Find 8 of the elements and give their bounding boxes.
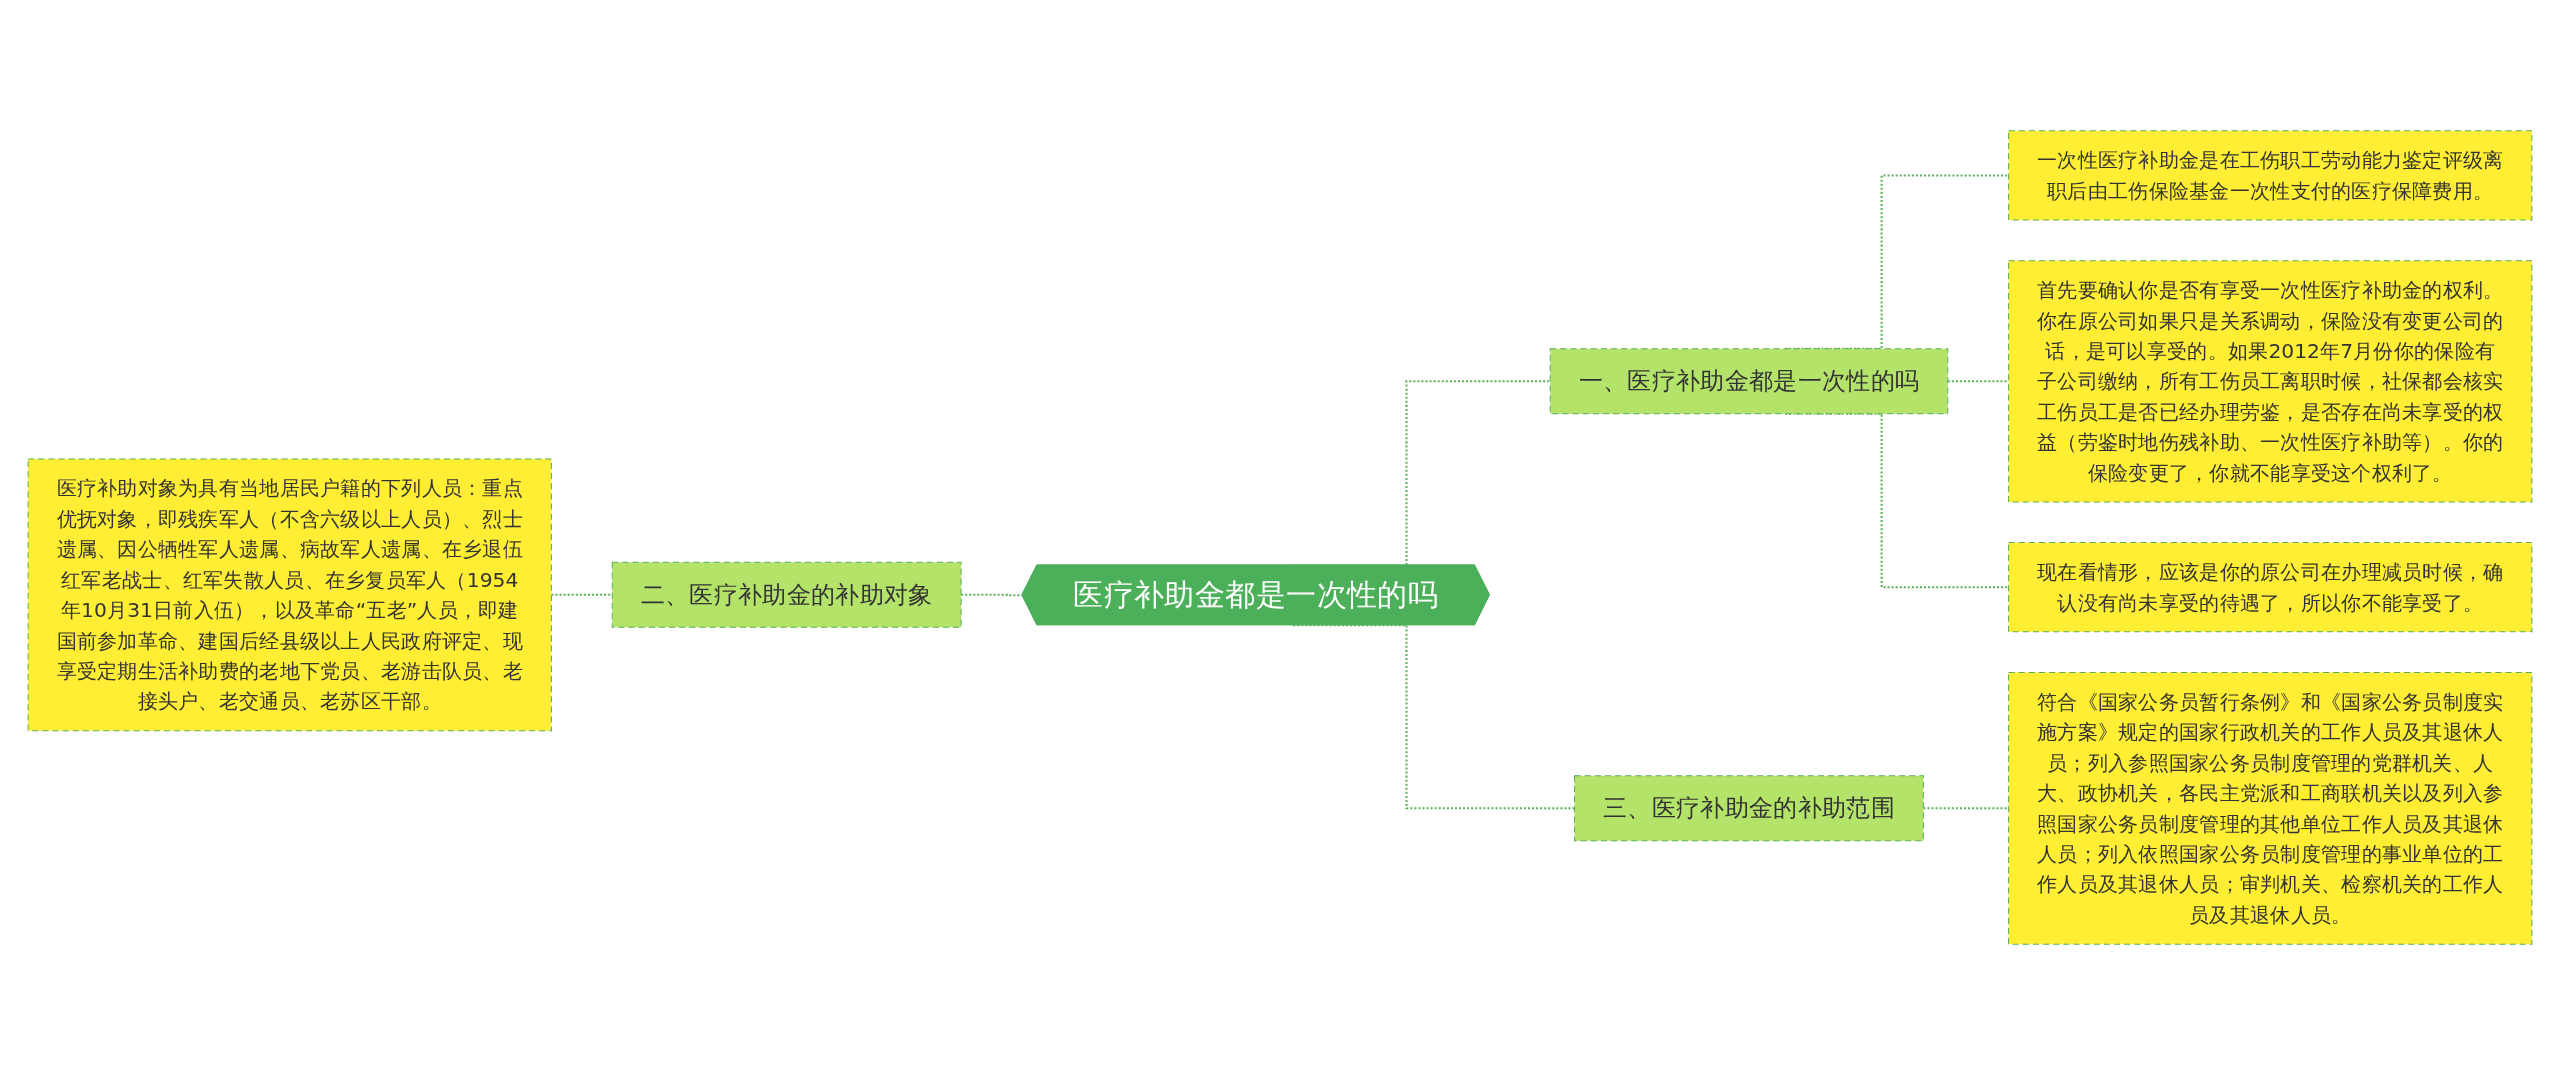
node-box: 一次性医疗补助金是在工伤职工劳动能力鉴定评级离职后由工伤保险基金一次性支付的医疗保障费用。 (2008, 130, 2533, 221)
node-box: 三、医疗补助金的补助范围 (1574, 775, 1924, 842)
node-box: 符合《国家公务员暂行条例》和《国家公务员制度实施方案》规定的国家行政机关的工作人员及其退休人员；列入参照国家公务员制度管理的党群机关、人大、政协机关，各民主党派和工商联机关以及列入参照国家公务员制度管理的其他单位工作人员及其退休人员；列入依照国家公务员制度管理的事业单位的工作人员及其退休人员；审判机关、检察机关的工作人员及其退休人员。 (2008, 671, 2533, 945)
node-box: 首先要确认你是否有享受一次性医疗补助金的权利。你在原公司如果只是关系调动，保险没有变更公司的话，是可以享受的。如果2012年7月份你的保险有子公司缴纳，所有工伤员工离职时候，社保都会核实工伤员工是否已经办理劳鉴，是否存在尚未享受的权益（劳鉴时地伤残补助、一次性医疗补助等）。你的保险变更了，你就不能享受这个权利了。 (2008, 260, 2533, 503)
node-box: 医疗补助对象为具有当地居民户籍的下列人员：重点优抚对象，即残疾军人（不含六级以上人员）、烈士遗属、因公牺牲军人遗属、病故军人遗属、在乡退伍红军老战士、红军失散人员、在乡复员军人（1954年10月31日前入伍），以及革命“五老”人员，即建国前参加革命、建国后经县级以上人民政府评定、现享受定期生活补助费的老地下党员、老游击队员、老接头户、老交通员、老苏区干部。 (27, 458, 552, 732)
node-box: 二、医疗补助金的补助对象 (611, 561, 962, 628)
node-box: 现在看情形，应该是你的原公司在办理减员时候，确认没有尚未享受的待遇了，所以你不能享受了。 (2008, 542, 2533, 633)
node-box: 一、医疗补助金都是一次性的吗 (1549, 348, 1949, 415)
